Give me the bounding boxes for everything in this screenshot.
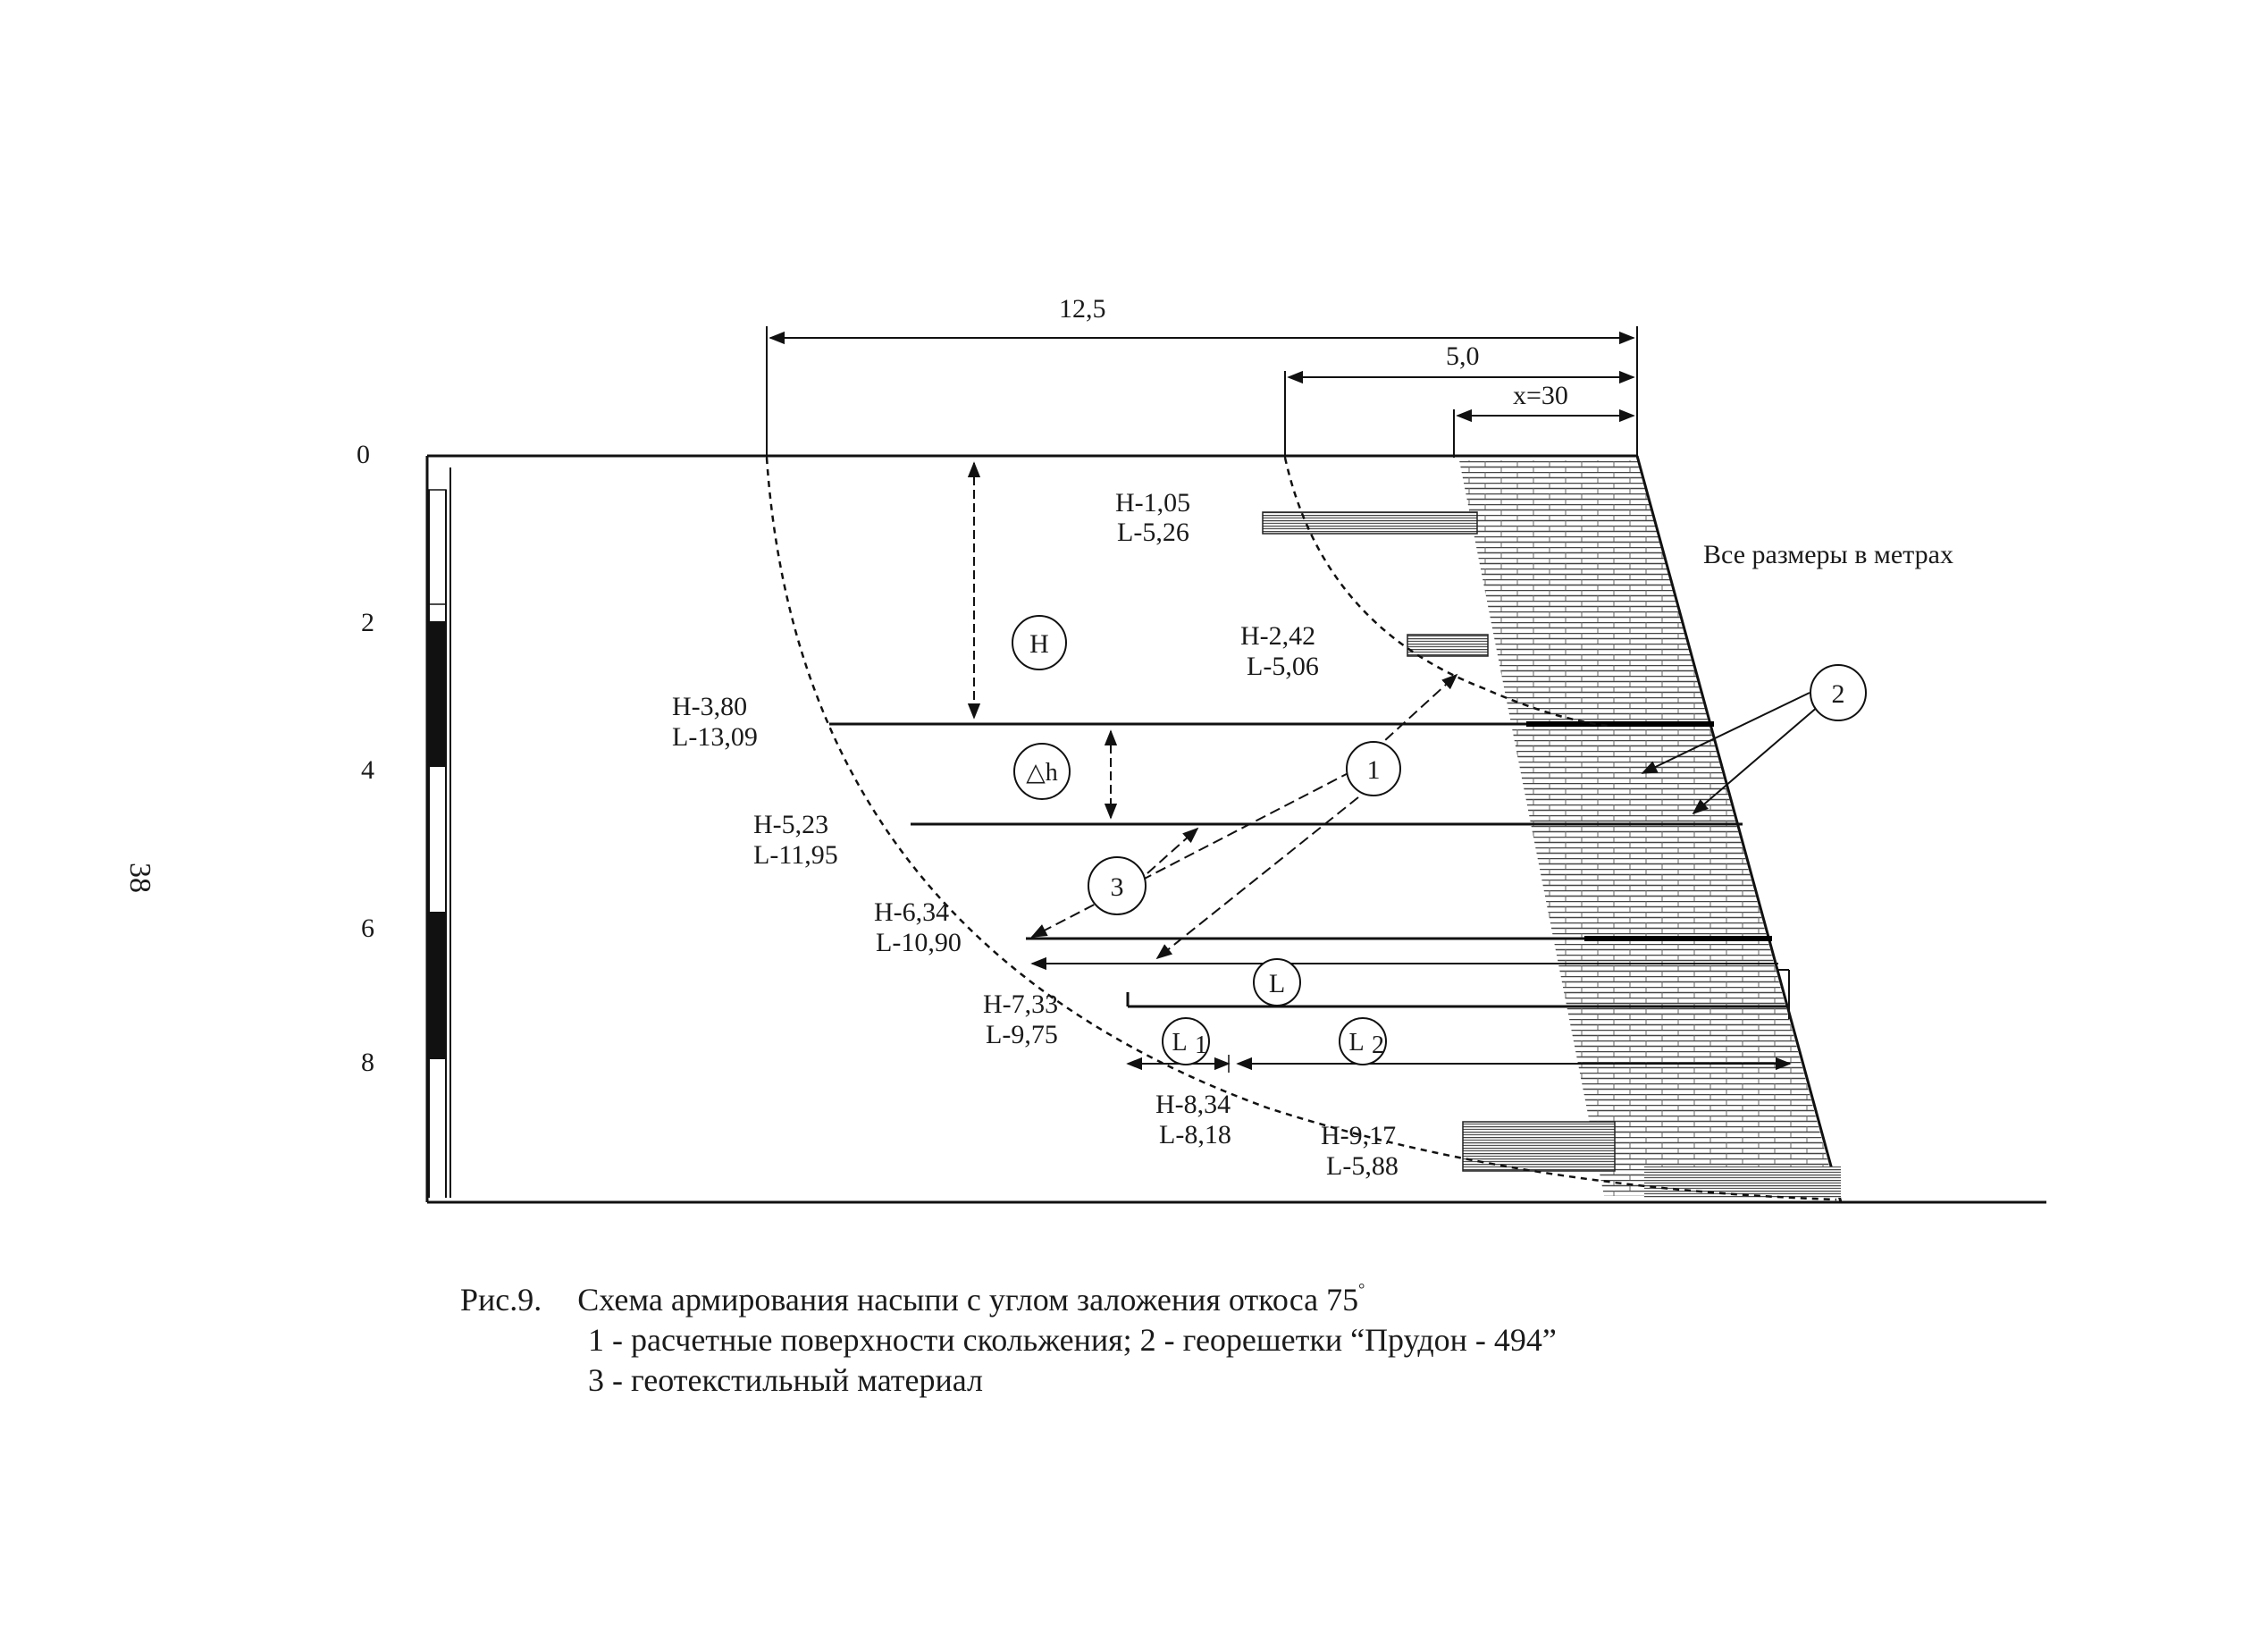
page-number: 38 bbox=[123, 863, 156, 893]
brick-facing bbox=[1459, 455, 1843, 1203]
scale-labels: 0 2 4 6 8 bbox=[357, 440, 374, 1077]
caption-line-1: Рис.9. Схема армирования насыпи с углом … bbox=[460, 1269, 1557, 1320]
scale-tick-4: 4 bbox=[361, 755, 374, 785]
caption-line-2: 1 - расчетные поверхности скольжения; 2 … bbox=[588, 1322, 1557, 1358]
height-dimensions bbox=[967, 461, 1118, 820]
layer-7-l: L-8,18 bbox=[1159, 1120, 1231, 1149]
scale-tick-0: 0 bbox=[357, 440, 370, 469]
layer-7-h: H-8,34 bbox=[1155, 1090, 1231, 1119]
marker-3: 3 bbox=[1088, 856, 1147, 915]
scale-tick-8: 8 bbox=[361, 1048, 374, 1077]
layer-1-l: L-5,26 bbox=[1117, 518, 1189, 547]
marker-1: 1 bbox=[1346, 741, 1401, 796]
units-note: Все размеры в метрах bbox=[1703, 540, 1953, 569]
marker-l: L bbox=[1253, 958, 1301, 1006]
layer-8-l: L-5,88 bbox=[1326, 1151, 1399, 1181]
layer-6-l: L-9,75 bbox=[986, 1020, 1058, 1049]
marker-h: H bbox=[1012, 615, 1067, 670]
marker-3-label: 3 bbox=[1111, 872, 1124, 902]
marker-l2-subscript: 2 bbox=[1372, 1032, 1384, 1059]
layer-4-l: L-11,95 bbox=[753, 840, 838, 870]
reinforcement-layers bbox=[829, 721, 1790, 1008]
layer-1-h: H-1,05 bbox=[1115, 488, 1190, 518]
layer-2-h: H-2,42 bbox=[1240, 621, 1315, 651]
layer-labels: H-1,05 L-5,26 H-2,42 L-5,06 H-3,80 L-13,… bbox=[672, 488, 1399, 1181]
layer-3-h: H-3,80 bbox=[672, 692, 747, 721]
marker-l2-label: L bbox=[1348, 1029, 1364, 1057]
slip-surface-small bbox=[1283, 457, 1609, 728]
top-dimensions: 12,5 5,0 x=30 bbox=[766, 294, 1638, 458]
dim-label-12-5: 12,5 bbox=[1059, 294, 1106, 324]
caption-line-3: 3 - геотекстильный материал bbox=[588, 1362, 983, 1398]
dim-label-x30: x=30 bbox=[1513, 381, 1568, 410]
marker-dh-label: △h bbox=[1026, 759, 1058, 787]
figure-caption: Рис.9. Схема армирования насыпи с углом … bbox=[460, 1269, 1557, 1401]
layer-4-h: H-5,23 bbox=[753, 810, 828, 839]
slip-surface-large bbox=[765, 457, 1837, 1201]
marker-l1-label: L bbox=[1172, 1029, 1187, 1057]
marker-dh: △h bbox=[1013, 743, 1071, 800]
leader-lines bbox=[1030, 673, 1819, 960]
layer-5-l: L-10,90 bbox=[876, 928, 962, 957]
marker-l1-subscript: 1 bbox=[1195, 1032, 1207, 1059]
marker-l1: L 1 bbox=[1162, 1017, 1210, 1065]
marker-l2: L 2 bbox=[1339, 1017, 1387, 1065]
slip-surfaces bbox=[765, 457, 1837, 1201]
caption-figure-number: Рис.9. bbox=[460, 1282, 542, 1318]
marker-2-label: 2 bbox=[1832, 679, 1845, 709]
layer-8-h: H-9,17 bbox=[1321, 1121, 1396, 1150]
scale-tick-6: 6 bbox=[361, 914, 374, 943]
layer-3-l: L-13,09 bbox=[672, 722, 758, 752]
height-scale-bar bbox=[428, 489, 447, 1198]
layer-5-h: H-6,34 bbox=[874, 897, 949, 927]
marker-h-label: H bbox=[1029, 629, 1049, 659]
slope-face-line bbox=[1635, 455, 1843, 1203]
scale-tick-2: 2 bbox=[361, 608, 374, 637]
caption-degree-sign: ° bbox=[1358, 1280, 1365, 1298]
marker-1-label: 1 bbox=[1367, 755, 1381, 785]
layer-6-h: H-7,33 bbox=[983, 989, 1058, 1019]
marker-l-label: L bbox=[1269, 969, 1285, 998]
embankment-outline bbox=[425, 454, 2046, 1204]
geogrid-tabs bbox=[1262, 511, 1841, 1198]
marker-2: 2 bbox=[1810, 664, 1867, 721]
dim-label-5-0: 5,0 bbox=[1446, 341, 1480, 371]
caption-title: Схема армирования насыпи с углом заложен… bbox=[577, 1282, 1359, 1318]
layer-2-l: L-5,06 bbox=[1247, 652, 1319, 681]
